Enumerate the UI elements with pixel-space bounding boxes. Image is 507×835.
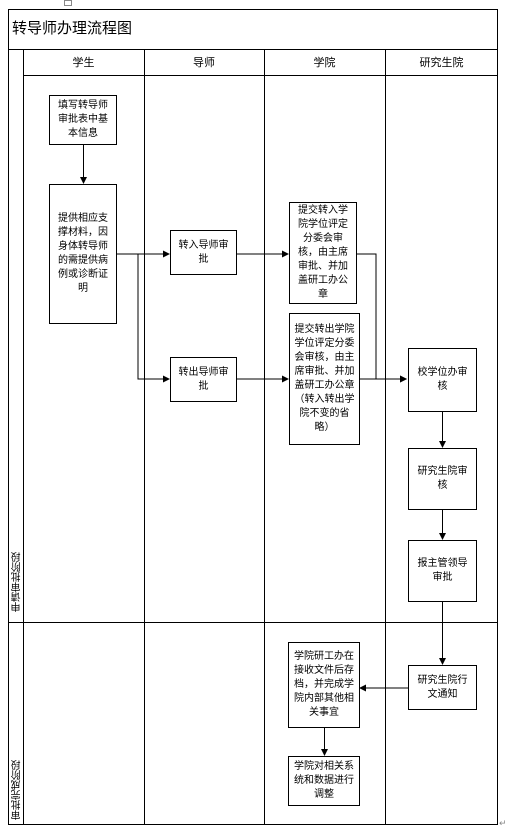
node-advisor-in-approval: 转入导师审批 [170,230,237,275]
node-advisor-out-approval: 转出导师审批 [170,357,237,402]
node-student-materials: 提供相应支撑材料，因身体转导师的需提供病例或诊断证明 [49,184,117,324]
page-marker [64,0,72,6]
node-degree-office-review: 校学位办审核 [408,348,477,412]
node-graduate-school-review: 研究生院审核 [408,448,477,510]
node-college-out-review: 提交转出学院学位评定分委会审核，由主席审批、并加盖研工办公章（转入转出学院不变的… [289,313,360,445]
node-leader-approval: 报主管领导审批 [408,540,477,602]
node-college-archive: 学院研工办在接收文件后存档，并完成学院内部其他相关事宜 [288,642,360,728]
lane-header-advisor: 导师 [193,56,215,69]
lane-header-graduate-school: 研究生院 [419,56,464,69]
lane-header-college: 学院 [313,56,336,69]
node-college-adjust: 学院对相关系统和数据进行调整 [288,756,360,806]
node-graduate-school-notice: 研究生院行文通知 [408,665,477,710]
node-student-fill-form: 填写转导师审批表中基本信息 [49,95,117,145]
lane-header-student: 学生 [72,56,95,69]
flowchart-frame [8,9,498,825]
arrow-materials-to-advisor-out [117,253,170,383]
paragraph-mark-icon: ↵ [499,819,507,829]
node-college-in-review: 提交转入学院学位评定分委会审核，由主席审批、并加盖研工办公章 [289,202,357,304]
arrow-college-in-to-degree-office [357,253,407,383]
diagram-title: 转导师办理流程图 [12,19,133,37]
